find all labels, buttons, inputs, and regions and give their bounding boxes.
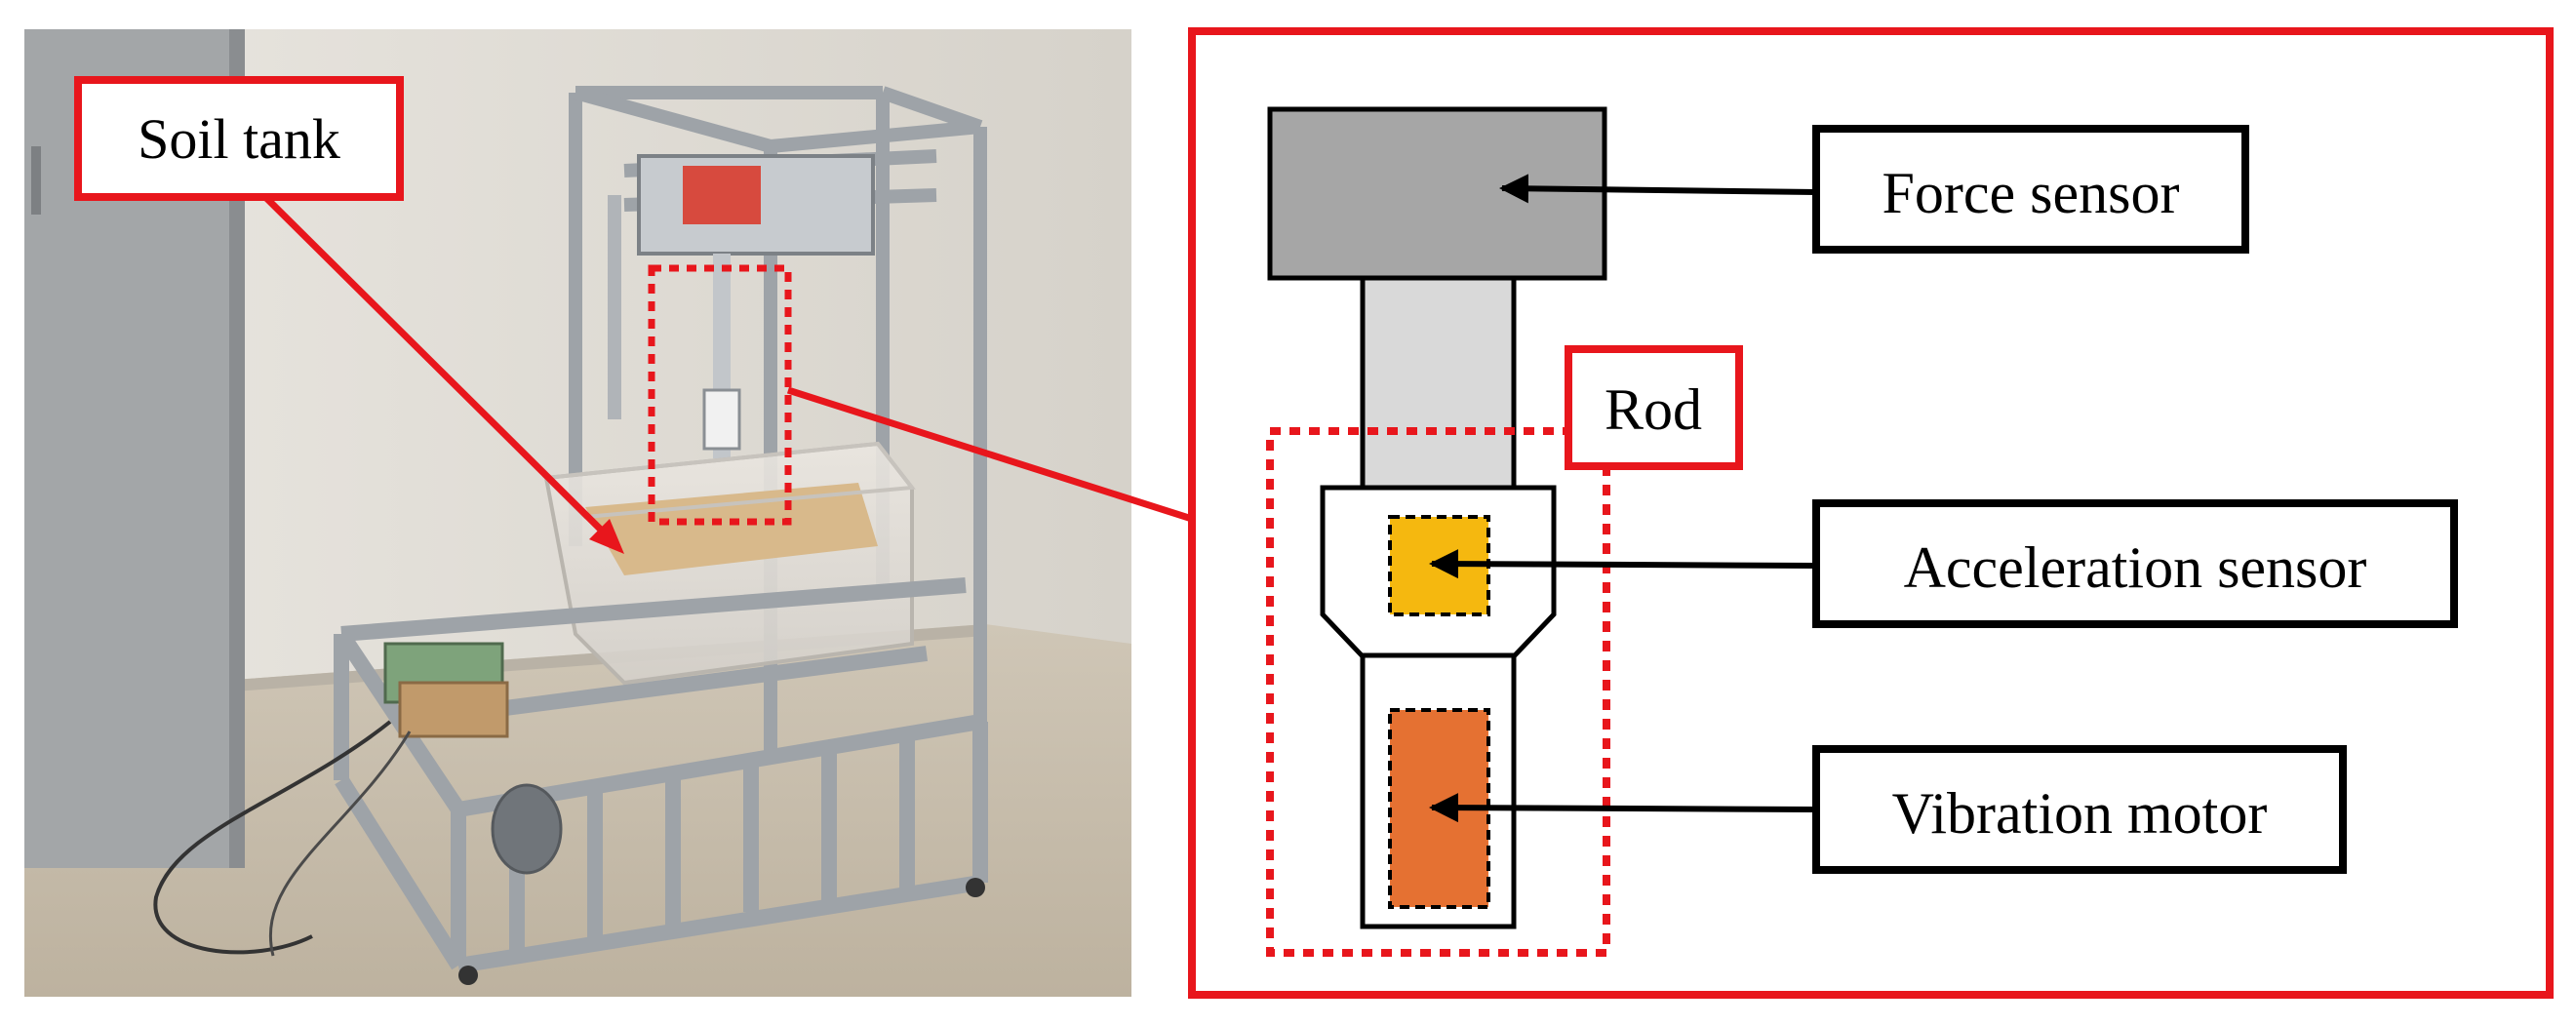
acceleration-sensor-arrow <box>1429 549 1817 579</box>
rod-shaft <box>1360 275 1517 491</box>
soil-tank <box>541 441 916 686</box>
acceleration-sensor-label-box <box>1812 499 2458 628</box>
rod-highlight-box <box>648 264 792 526</box>
schematic-panel: Force sensor Rod Acceleration sensor Vib… <box>1188 27 2554 999</box>
force-sensor-block <box>1267 106 1607 281</box>
rod-label: Rod <box>1605 377 1702 442</box>
vibration-motor-arrow <box>1429 793 1817 823</box>
force-sensor-label-box <box>1812 125 2249 254</box>
vibration-motor-label: Vibration motor <box>1892 781 2268 846</box>
force-sensor-label: Force sensor <box>1882 161 2180 225</box>
detail-connector-line <box>786 386 1194 523</box>
test-rig-photo <box>153 86 988 985</box>
acceleration-sensor-label: Acceleration sensor <box>1904 535 2367 600</box>
soil-tank-label-box <box>74 76 404 201</box>
photo-panel: Soil tank <box>24 29 1194 997</box>
force-sensor-arrow <box>1499 174 1817 204</box>
soil-tank-label: Soil tank <box>138 107 340 171</box>
soil-tank-pointer-arrowhead <box>589 519 624 554</box>
vibration-motor-label-box <box>1812 745 2347 874</box>
soil-tank-pointer-line <box>260 192 613 541</box>
rod-label-box <box>1565 345 1743 470</box>
